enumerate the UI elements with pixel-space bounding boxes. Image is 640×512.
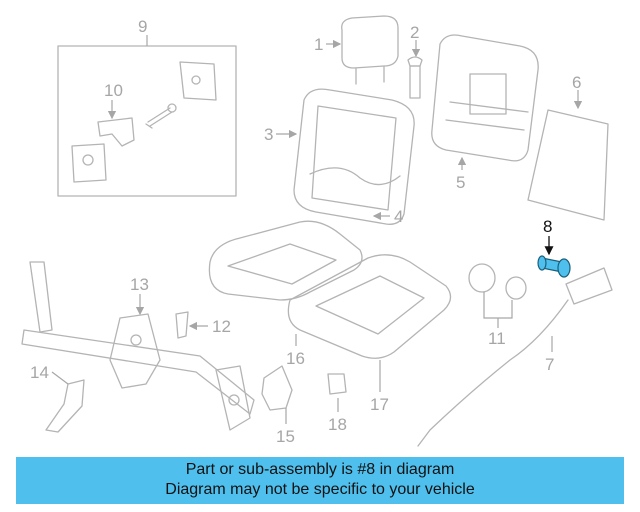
callout-17: 17 [370, 395, 389, 414]
part-8-highlighted-bolt [537, 255, 571, 278]
callout-16: 16 [286, 349, 305, 368]
callout-3: 3 [264, 125, 274, 144]
part-11-caps [468, 263, 527, 300]
part-3-seatback-cover [293, 88, 415, 225]
callout-12: 12 [212, 317, 231, 336]
callout-15: 15 [276, 427, 295, 446]
part-18-clip [327, 373, 347, 395]
callout-10: 10 [104, 81, 123, 100]
callout-6: 6 [572, 73, 582, 92]
callout-1: 1 [314, 35, 324, 54]
callout-8: 8 [543, 217, 553, 236]
caption-line-disclaimer: Diagram may not be specific to your vehi… [165, 481, 475, 498]
callout-4: 4 [394, 207, 404, 226]
diagram-art [21, 15, 613, 447]
callout-7: 7 [545, 355, 555, 374]
callout-11: 11 [488, 329, 506, 348]
caption-line-part: Part or sub-assembly is #8 in diagram [185, 461, 455, 478]
callout-18: 18 [328, 415, 347, 434]
part-5-seatback-frame [431, 34, 539, 162]
part-13-seat-frame-rail [21, 261, 255, 431]
part-17-cushion-frame [287, 254, 452, 359]
part-15-bracket [261, 365, 293, 411]
part-7-release-cable [417, 267, 613, 447]
part-9-hardware-kit [57, 35, 237, 197]
part-2-headrest-guide [407, 56, 423, 99]
diagram-caption-banner: Part or sub-assembly is #8 in diagram Di… [16, 457, 624, 504]
part-1-headrest [341, 15, 399, 85]
part-12-bracket [175, 311, 189, 339]
part-14-side-bracket [45, 379, 85, 433]
parts-diagram: 9 10 1 2 3 4 5 6 7 8 11 12 13 14 15 16 1… [21, 15, 613, 447]
callout-9: 9 [138, 17, 148, 36]
callout-13: 13 [130, 275, 149, 294]
callout-14: 14 [30, 363, 49, 382]
callout-2: 2 [410, 23, 420, 42]
part-6-rear-panel [527, 109, 609, 221]
part-16-cushion-cover [208, 220, 363, 301]
callout-5: 5 [456, 173, 466, 192]
